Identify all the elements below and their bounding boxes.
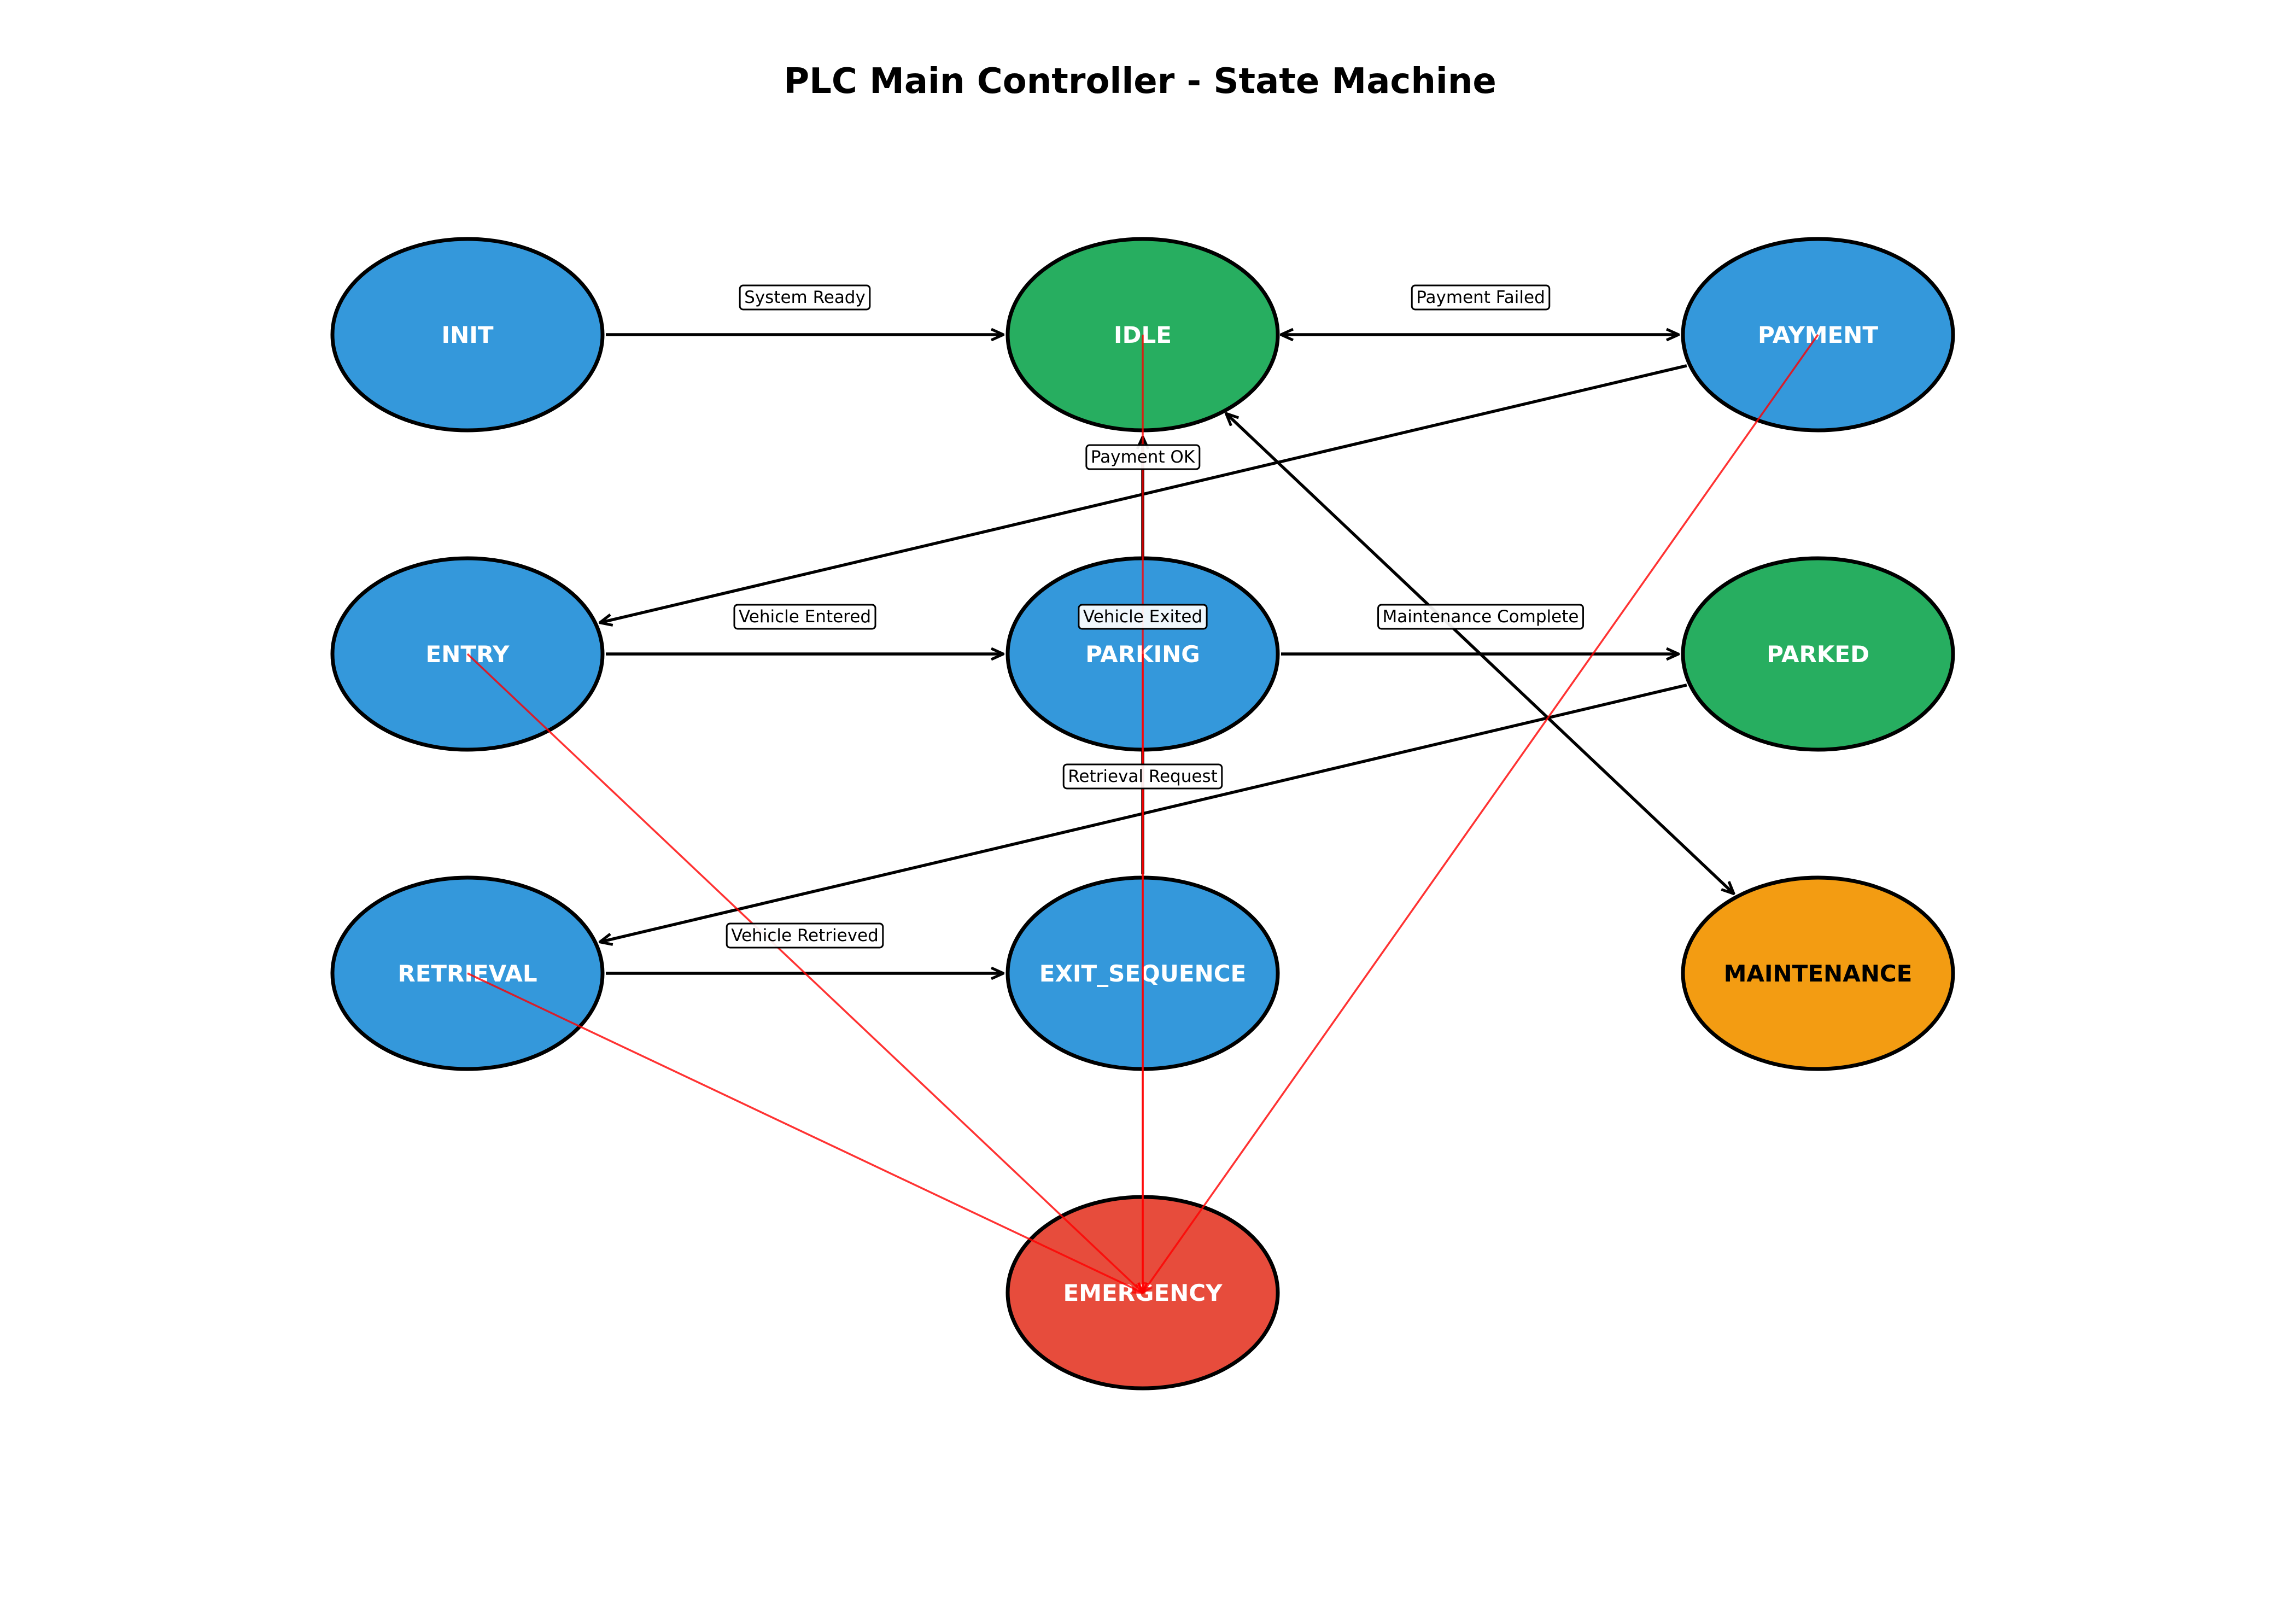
diagram-title: PLC Main Controller - State Machine [784,61,1496,102]
transition-label-entry-to-parking: Vehicle Entered [733,604,876,630]
state-node-maintenance[interactable]: MAINTENANCE [1681,875,1955,1071]
label-box [1062,763,1223,790]
emergency-arrow-retrieval [467,972,1143,1293]
state-label: MAINTENANCE [1724,960,1913,987]
label-box [1085,444,1201,470]
transition-label-idle-to-payment: Payment Failed [1411,284,1551,311]
transition-label-exit-sequence-to-idle: Vehicle Exited [1078,604,1208,630]
emergency-arrow-payment [1143,334,1819,1293]
transition-label-payment-to-entry: Payment OK [1085,444,1201,470]
state-ellipse [1681,556,1955,752]
state-label: INIT [441,322,493,348]
transition-label-text: Payment Failed [1416,288,1545,307]
label-box [739,284,871,311]
state-ellipse [330,237,605,433]
transition-label-text: System Ready [744,288,866,307]
emergency-transitions-layer [466,334,1819,1293]
transition-label-parking-to-parked: Maintenance Complete [1377,604,1584,630]
state-node-parked[interactable]: PARKED [1681,556,1955,752]
label-box [733,604,876,630]
transition-label-text: Vehicle Retrieved [731,926,879,945]
state-node-init[interactable]: INIT [330,237,605,433]
label-box [1377,604,1584,630]
label-box [726,922,884,949]
transition-arrow-idle-to-maintenance [1226,413,1734,893]
transition-label-text: Payment OK [1091,447,1195,467]
emergency-arrow-entry [466,653,1143,1293]
label-box [1411,284,1551,311]
state-ellipse [1681,875,1955,1071]
transition-label-text: Vehicle Entered [739,607,871,627]
transition-label-retrieval-to-exit-sequence: Vehicle Retrieved [726,922,884,949]
label-box [1078,604,1208,630]
transition-label-text: Maintenance Complete [1383,607,1579,627]
transition-label-text: Vehicle Exited [1083,607,1202,627]
transition-label-text: Retrieval Request [1068,767,1218,786]
transition-label-parked-to-retrieval: Retrieval Request [1062,763,1223,790]
transition-label-init-to-idle: System Ready [739,284,871,311]
state-label: PARKED [1767,641,1869,668]
